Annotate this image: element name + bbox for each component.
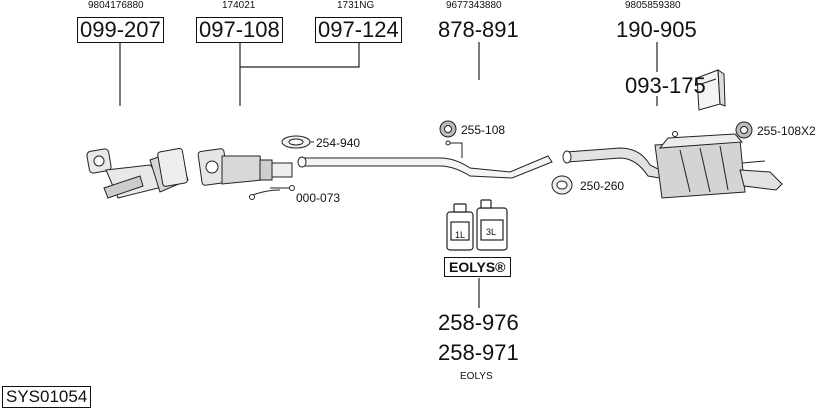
can-label-1l: 1L [455, 230, 466, 240]
reference-number-3: 1731NG [337, 0, 375, 11]
eolys-caption: EOLYS [460, 371, 493, 382]
clamp-part [551, 175, 573, 195]
part-code-255-108x2[interactable]: 255-108X2 [757, 124, 816, 138]
part-code-878-891[interactable]: 878-891 [438, 17, 519, 42]
mounting-kit-part [696, 69, 726, 111]
part-code-000-073[interactable]: 000-073 [296, 191, 341, 205]
system-code: SYS01054 [2, 386, 92, 408]
reference-number-4: 9677343880 [446, 0, 502, 11]
part-code-093-175[interactable]: 093-175 [625, 73, 706, 98]
catalyst-part [197, 148, 295, 200]
gasket-part [281, 135, 314, 149]
reference-number-1: 9804176880 [88, 0, 144, 11]
part-code-097-124[interactable]: 097-124 [315, 17, 402, 43]
eolys-cans [446, 199, 508, 251]
part-code-099-207[interactable]: 099-207 [77, 17, 164, 43]
middle-pipe-part [297, 140, 553, 179]
reference-number-2: 174021 [222, 0, 256, 11]
leader-097-124 [240, 42, 360, 68]
part-code-097-108[interactable]: 097-108 [196, 17, 283, 43]
part-code-254-940[interactable]: 254-940 [316, 136, 361, 150]
rear-silencer-part [562, 131, 783, 199]
rubber-mount-part [439, 120, 457, 138]
part-code-190-905[interactable]: 190-905 [616, 17, 697, 42]
part-code-258-971[interactable]: 258-971 [438, 340, 519, 365]
rubber-mount-pair-part [735, 121, 753, 139]
front-catalyst-part [86, 147, 189, 199]
part-code-250-260[interactable]: 250-260 [580, 179, 625, 193]
eolys-badge: EOLYS® [444, 257, 511, 277]
part-code-255-108[interactable]: 255-108 [461, 123, 506, 137]
can-label-3l: 3L [486, 227, 497, 237]
reference-number-5: 9805859380 [625, 0, 681, 11]
part-code-258-976[interactable]: 258-976 [438, 310, 519, 335]
